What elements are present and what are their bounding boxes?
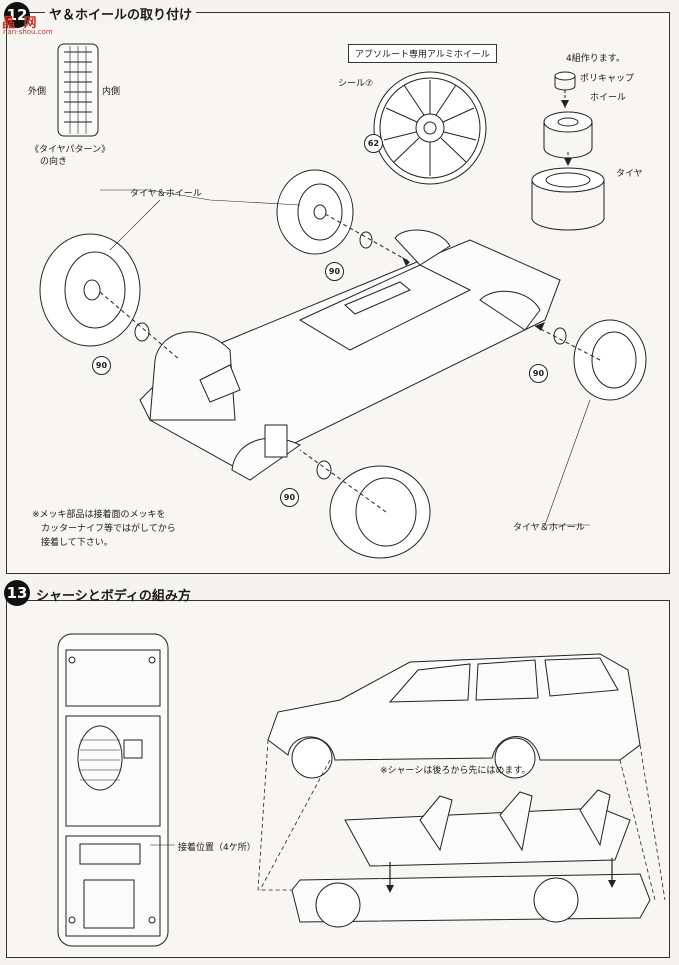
tire-tread-illustration — [57, 43, 99, 137]
tire-wheel-front-right — [329, 465, 431, 559]
tread-direction-label: の向き — [40, 157, 68, 167]
tire-wheel-label-bottom: タイヤ＆ホイール — [513, 523, 585, 533]
step13-title: シャーシとボディの組み方 — [36, 589, 191, 604]
chassis-top-view — [57, 633, 169, 947]
alloy-wheel-illustration — [373, 71, 487, 185]
watermark-brand: 晶 网 — [2, 16, 39, 31]
tread-outer-label: 外側 — [28, 87, 47, 97]
wheel-type-label: アブソルート専用アルミホイール — [348, 44, 497, 63]
tire-label: タイヤ — [616, 169, 643, 179]
polycap-label: ポリキャップ — [580, 74, 635, 84]
part-number-90-right: 90 — [529, 364, 548, 383]
tire-wheel-rear-right — [573, 319, 647, 401]
make-four-label: 4組作ります。 — [566, 54, 625, 64]
part-number-90-bottom: 90 — [280, 488, 299, 507]
tire-wheel-label-top: タイヤ＆ホイール — [130, 189, 202, 199]
tread-inner-label: 内側 — [102, 87, 121, 97]
tread-pattern-label: 《タイヤパターン》 — [30, 145, 111, 155]
interior-cutaway-illustration — [344, 789, 631, 867]
chassis-fitting-note: ※シャーシは後ろから先にはめます。 — [380, 766, 531, 776]
tire-wheel-rear-left — [276, 169, 354, 255]
glue-position-label: 接着位置（4ケ所） — [178, 843, 256, 853]
wheel-label: ホイール — [590, 93, 627, 103]
step13-number: 13 — [4, 580, 30, 606]
step12-number: 12 — [4, 2, 30, 28]
tire-wheel-front-left — [39, 233, 141, 347]
seal-label: シール⑦ — [338, 79, 374, 89]
part-number-90-top: 90 — [325, 262, 344, 281]
part-number-90-left: 90 — [92, 356, 111, 375]
chassis-side-view — [291, 873, 651, 928]
chassis-perspective — [139, 229, 561, 481]
plating-note: ※メッキ部品は接着面のメッキを カッターナイフ等ではがしてから 接着して下さい。 — [32, 510, 176, 548]
step12-title: ヤ＆ホイールの取り付け — [45, 4, 197, 23]
car-body-illustration — [267, 653, 641, 779]
watermark-url: nan-shou.com — [3, 28, 53, 36]
wheel-assembly-illustration — [531, 71, 605, 231]
part-number-62: 62 — [364, 134, 383, 153]
